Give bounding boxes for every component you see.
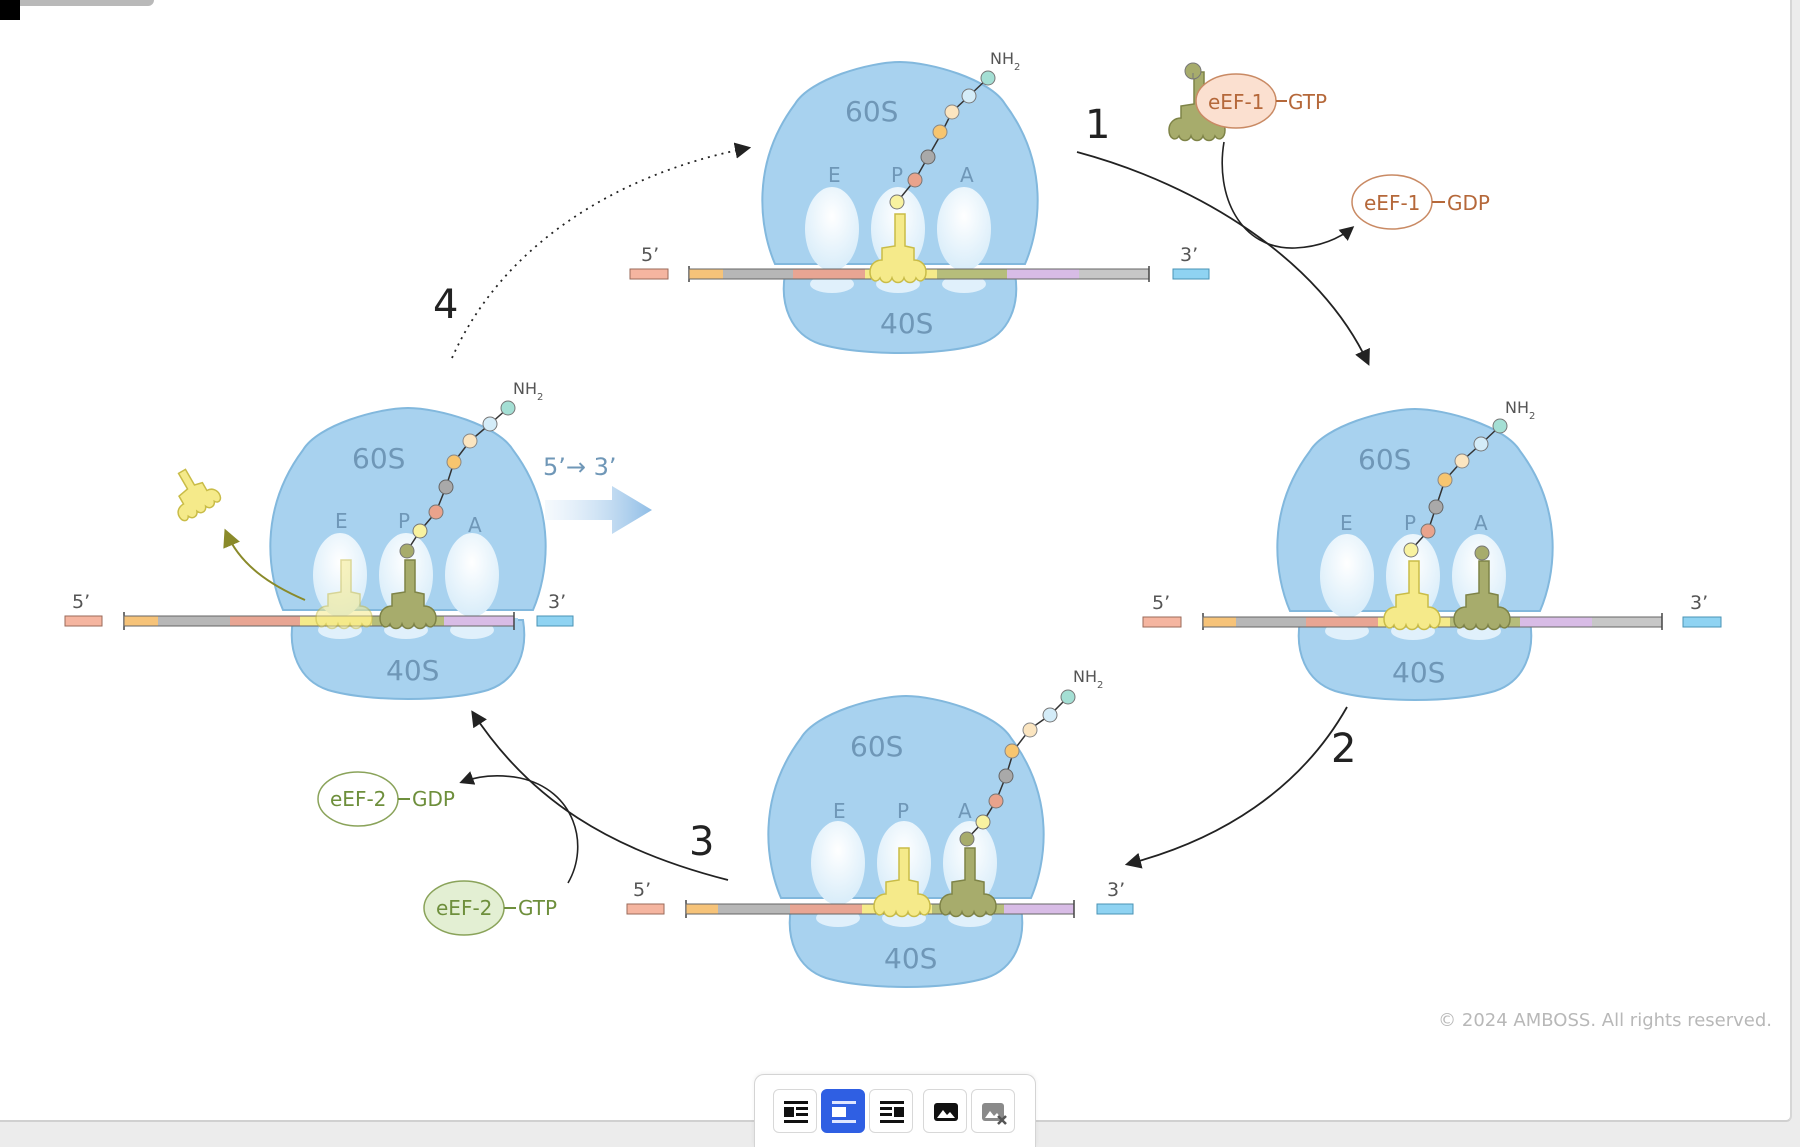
- five-prime-top: 5’: [641, 244, 659, 266]
- direction-label: 5’→ 3’: [543, 453, 617, 481]
- complex-bottom: NH2 60S 40S E P A 5’ 3’: [626, 667, 1134, 988]
- site-a-left: A: [468, 513, 482, 537]
- cycle-arrow-1: [1076, 151, 1370, 366]
- corner-marker: [0, 0, 20, 20]
- three-prime-right: 3’: [1690, 592, 1708, 614]
- step-4-label: 4: [433, 282, 458, 328]
- complex-top: NH2 60S 40S E P A 5’ 3’: [629, 49, 1210, 354]
- site-a-top: A: [960, 163, 974, 187]
- remove-image-icon: [982, 1103, 1007, 1125]
- label-40s-top: 40S: [880, 307, 933, 340]
- released-trna: [177, 468, 222, 522]
- site-a-right: A: [1474, 511, 1488, 535]
- site-e-bottom: E: [833, 799, 846, 823]
- step-2-label: 2: [1331, 726, 1356, 772]
- eef2-gdp-factor: eEF-2: [330, 787, 386, 811]
- eef2-gtp-suffix: GTP: [518, 896, 557, 920]
- align-left-button[interactable]: [821, 1089, 865, 1133]
- eef2-gdp-complex: eEF-2 GDP: [317, 771, 455, 827]
- complex-right: NH2 60S 40S E P A 5’ 3’: [1142, 398, 1722, 701]
- nh2-label-left: NH2: [513, 379, 543, 403]
- eef1-gtp-complex: eEF-1 GTP: [1168, 62, 1327, 142]
- five-prime-right: 5’: [1152, 592, 1170, 614]
- site-p-top: P: [891, 163, 903, 187]
- wrap-left-button[interactable]: [773, 1089, 817, 1133]
- site-e-right: E: [1340, 511, 1353, 535]
- eef1-gdp-suffix: GDP: [1447, 191, 1490, 215]
- window-tab[interactable]: [0, 0, 154, 6]
- wrap-right-icon: [880, 1101, 904, 1123]
- step-1-label: 1: [1085, 102, 1110, 148]
- eef1-gdp-complex: eEF-1 GDP: [1351, 174, 1490, 230]
- eef2-gdp-suffix: GDP: [412, 787, 455, 811]
- nh2-label-right: NH2: [1505, 398, 1535, 422]
- site-p-right: P: [1404, 511, 1416, 535]
- site-a-bottom: A: [958, 799, 972, 823]
- eef2-gtp-complex: eEF-2 GTP: [423, 880, 557, 936]
- direction-arrow: 5’→ 3’: [543, 453, 652, 534]
- label-60s-right: 60S: [1358, 443, 1411, 476]
- image-button[interactable]: [923, 1089, 967, 1133]
- three-prime-left: 3’: [548, 591, 566, 613]
- eef1-gtp-factor: eEF-1: [1208, 90, 1264, 114]
- three-prime-bottom: 3’: [1107, 879, 1125, 901]
- label-40s-right: 40S: [1392, 656, 1445, 689]
- nh2-label-top: NH2: [990, 49, 1020, 73]
- site-p-bottom: P: [897, 799, 909, 823]
- cycle-arrow-2: [1124, 706, 1348, 869]
- label-40s-left: 40S: [386, 654, 439, 687]
- step-3-label: 3: [689, 819, 714, 865]
- eef2-branch-arrow: [459, 771, 579, 884]
- align-left-icon: [832, 1101, 856, 1123]
- eef1-gdp-factor: eEF-1: [1364, 191, 1420, 215]
- cycle-arrow-3: [471, 710, 729, 881]
- eef2-gtp-factor: eEF-2: [436, 896, 492, 920]
- copyright-notice: © 2024 AMBOSS. All rights reserved.: [1438, 1010, 1772, 1031]
- label-60s-top: 60S: [845, 95, 898, 128]
- image-toolbar: [754, 1074, 1036, 1147]
- cycle-arrow-4: [451, 142, 752, 359]
- label-40s-bottom: 40S: [884, 942, 937, 975]
- five-prime-bottom: 5’: [633, 879, 651, 901]
- nh2-label-bottom: NH2: [1073, 667, 1103, 691]
- image-icon: [934, 1103, 958, 1121]
- label-60s-bottom: 60S: [850, 730, 903, 763]
- label-60s-left: 60S: [352, 442, 405, 475]
- site-e-top: E: [828, 163, 841, 187]
- eef1-branch-arrow: [1221, 141, 1355, 249]
- complex-left: NH2 60S 40S E P A 5’ 3’: [64, 379, 574, 700]
- three-prime-top: 3’: [1180, 244, 1198, 266]
- wrap-left-icon: [784, 1101, 808, 1123]
- eef1-gtp-suffix: GTP: [1288, 90, 1327, 114]
- wrap-right-button[interactable]: [869, 1089, 913, 1133]
- site-e-left: E: [335, 509, 348, 533]
- remove-image-button[interactable]: [971, 1089, 1015, 1133]
- five-prime-left: 5’: [72, 591, 90, 613]
- site-p-left: P: [398, 509, 410, 533]
